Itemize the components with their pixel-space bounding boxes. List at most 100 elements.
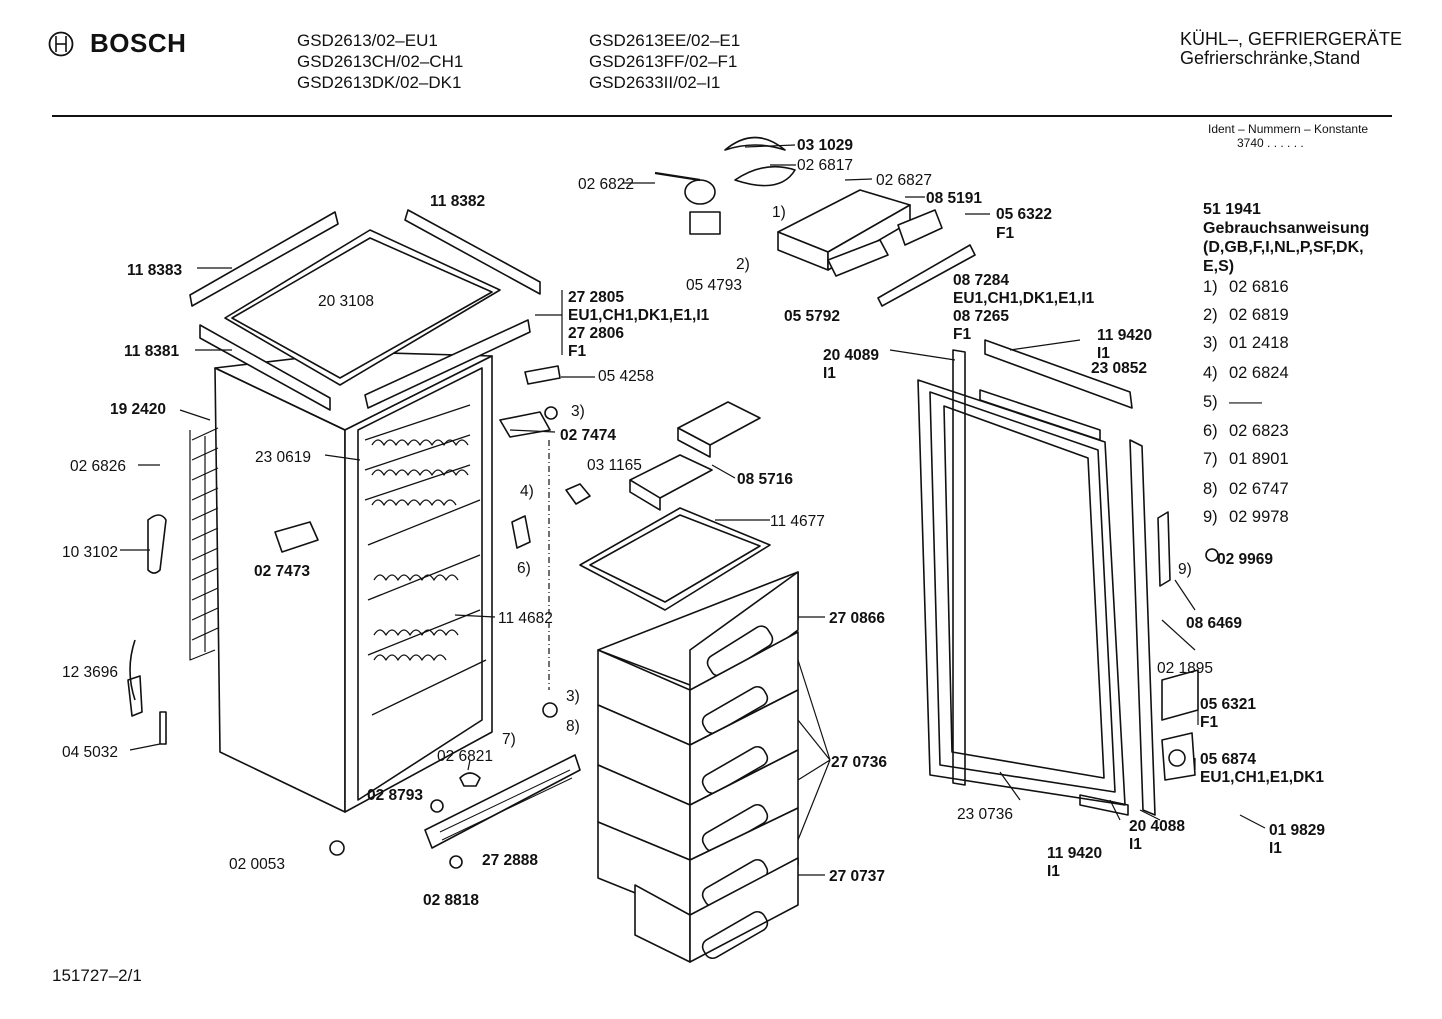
callout-f1-b: F1 xyxy=(953,326,971,343)
callout-f1-a: F1 xyxy=(996,225,1014,242)
footnote-row: 5)—— xyxy=(1203,393,1262,411)
callout-087284: 08 7284 xyxy=(953,272,1009,289)
callout-119420-b: 11 9420 xyxy=(1047,845,1102,862)
callout-055792: 05 5792 xyxy=(784,308,840,325)
model-3: GSD2613DK/02–DK1 xyxy=(297,73,462,92)
control-housing xyxy=(654,136,976,307)
footnote-6: 6) xyxy=(517,560,531,577)
callout-118383: 11 8383 xyxy=(127,262,183,279)
footnote-1: 1) xyxy=(772,204,786,221)
footnote-3b: 3) xyxy=(566,688,580,705)
drawers xyxy=(579,507,799,963)
header-rule xyxy=(52,115,1392,117)
callout-i1-b: I1 xyxy=(1097,345,1110,362)
callout-086469: 08 6469 xyxy=(1186,615,1242,632)
callout-f1-c: F1 xyxy=(568,343,586,360)
callout-027473: 02 7473 xyxy=(254,563,310,580)
callout-026822: 02 6822 xyxy=(578,176,634,193)
category-line-2: Gefrierschränke,Stand xyxy=(1180,48,1361,68)
callout-272806: 27 2806 xyxy=(568,325,624,342)
callout-027474: 02 7474 xyxy=(560,427,616,444)
callout-085716: 08 5716 xyxy=(737,471,793,488)
brand: BOSCH xyxy=(48,28,186,59)
callout-020053: 02 0053 xyxy=(229,856,285,873)
ident-value: 3740 . . . . . . xyxy=(1237,136,1304,150)
kick-plate xyxy=(424,754,581,849)
callout-230736: 23 0736 xyxy=(957,806,1013,823)
callout-230852: 23 0852 xyxy=(1091,360,1147,377)
ident-label: Ident – Nummern – Konstante xyxy=(1208,122,1369,136)
brand-name: BOSCH xyxy=(90,28,187,58)
callout-045032: 04 5032 xyxy=(62,744,118,761)
cold-packs xyxy=(629,401,761,511)
footnote-row: 4)02 6824 xyxy=(1203,364,1289,382)
callout-029969: 02 9969 xyxy=(1217,551,1273,568)
callout-056321: 05 6321 xyxy=(1200,696,1256,713)
callout-230619: 23 0619 xyxy=(255,449,311,466)
footnote-2: 2) xyxy=(736,256,750,273)
callout-192420: 19 2420 xyxy=(110,401,166,418)
callout-026821: 02 6821 xyxy=(437,748,493,765)
footnote-4: 4) xyxy=(520,483,534,500)
callout-054793: 05 4793 xyxy=(686,277,742,294)
callout-270737: 27 0737 xyxy=(829,868,885,885)
category-line-1: KÜHL–, GEFRIERGERÄTE xyxy=(1180,29,1403,49)
leader-lines xyxy=(120,144,1266,876)
callout-087265: 08 7265 xyxy=(953,308,1009,325)
callout-f1-d: F1 xyxy=(1200,714,1218,731)
footnote-row: 7)01 8901 xyxy=(1203,450,1289,468)
callout-204088: 20 4088 xyxy=(1129,818,1185,835)
callout-085191: 08 5191 xyxy=(926,190,982,207)
category: KÜHL–, GEFRIERGERÄTE Gefrierschränke,Sta… xyxy=(1180,30,1402,68)
model-list-1: GSD2613/02–EU1 GSD2613CH/02–CH1 GSD2613D… xyxy=(297,30,463,93)
callout-i1-d: I1 xyxy=(1129,836,1142,853)
model-5: GSD2613FF/02–F1 xyxy=(589,52,738,71)
small-parts xyxy=(127,365,1219,869)
callout-021895: 02 1895 xyxy=(1157,660,1213,677)
callout-119420-a: 11 9420 xyxy=(1097,327,1152,344)
callout-031029: 03 1029 xyxy=(797,137,853,154)
top-panel xyxy=(189,209,541,411)
footnote-row: 3)01 2418 xyxy=(1203,334,1289,352)
bosch-armature-logo xyxy=(48,31,74,56)
model-6: GSD2633II/02–I1 xyxy=(589,73,721,92)
callout-054258: 05 4258 xyxy=(598,368,654,385)
callout-026826: 02 6826 xyxy=(70,458,126,475)
callout-eu1ch1dk1e1i1: EU1,CH1,DK1,E1,I1 xyxy=(953,290,1095,307)
footnote-row: 2)02 6819 xyxy=(1203,306,1289,324)
footnote-3a: 3) xyxy=(571,403,585,420)
footnote-row: 9)02 9978 xyxy=(1203,508,1289,526)
ident-block: Ident – Nummern – Konstante 3740 . . . .… xyxy=(1208,122,1368,150)
footnote-row: 1)02 6816 xyxy=(1203,278,1289,296)
callout-056874: 05 6874 xyxy=(1200,751,1256,768)
callout-103102: 10 3102 xyxy=(62,544,118,561)
footnote-9: 9) xyxy=(1178,561,1192,578)
cooling-coil xyxy=(189,427,219,661)
callout-i1-a: I1 xyxy=(823,365,836,382)
callout-203108: 20 3108 xyxy=(318,293,374,310)
shelves xyxy=(364,404,487,716)
callout-019829: 01 9829 xyxy=(1269,822,1325,839)
callout-270866: 27 0866 xyxy=(829,610,885,627)
footnote-8: 8) xyxy=(566,718,580,735)
callout-272888: 27 2888 xyxy=(482,852,538,869)
model-1: GSD2613/02–EU1 xyxy=(297,31,438,50)
footer-code: 151727–2/1 xyxy=(52,966,142,985)
callout-028818: 02 8818 xyxy=(423,892,479,909)
callout-eu1ch1e1dk1: EU1,CH1,E1,DK1 xyxy=(1200,769,1324,786)
footnote-row: 8)02 6747 xyxy=(1203,480,1289,498)
model-4: GSD2613EE/02–E1 xyxy=(589,31,741,50)
manual-title: Gebrauchsanweisung xyxy=(1203,220,1370,237)
callout-114677: 11 4677 xyxy=(770,513,825,530)
callout-031165: 03 1165 xyxy=(587,457,642,474)
manual-langs-2: E,S) xyxy=(1203,258,1235,275)
legend: 51 1941 Gebrauchsanweisung (D,GB,F,I,NL,… xyxy=(1203,200,1403,526)
callout-204089: 20 4089 xyxy=(823,347,879,364)
callout-026817: 02 6817 xyxy=(797,157,853,174)
callout-118381: 11 8381 xyxy=(124,343,180,360)
model-list-2: GSD2613EE/02–E1 GSD2613FF/02–F1 GSD2633I… xyxy=(589,30,740,93)
callout-028793: 02 8793 xyxy=(367,787,423,804)
callout-272805: 27 2805 xyxy=(568,289,624,306)
footnote-row: 6)02 6823 xyxy=(1203,422,1289,440)
